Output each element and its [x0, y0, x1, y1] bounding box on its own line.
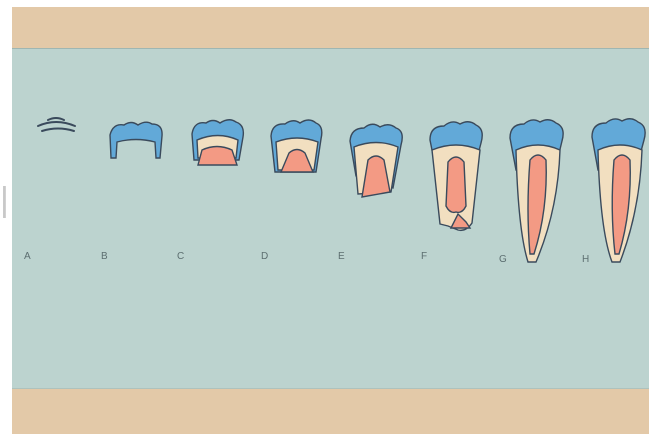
stage-label-e: E	[338, 251, 345, 262]
stage-c-tooth	[192, 120, 243, 165]
stage-label-f: F	[421, 251, 427, 262]
stage-label-b: B	[101, 251, 108, 262]
stage-label-g: G	[499, 254, 507, 265]
stage-g-tooth	[510, 120, 563, 262]
stage-a-tooth	[38, 118, 75, 131]
stage-e-tooth	[350, 124, 402, 197]
stage-label-d: D	[261, 251, 268, 262]
stage-label-h: H	[582, 254, 589, 265]
stage-label-a: A	[24, 251, 31, 262]
stage-h-tooth	[592, 119, 645, 262]
stage-f-tooth	[430, 122, 482, 231]
stage-d-tooth	[271, 120, 322, 172]
stage-b-tooth	[110, 122, 162, 158]
stage-label-c: C	[177, 251, 184, 262]
